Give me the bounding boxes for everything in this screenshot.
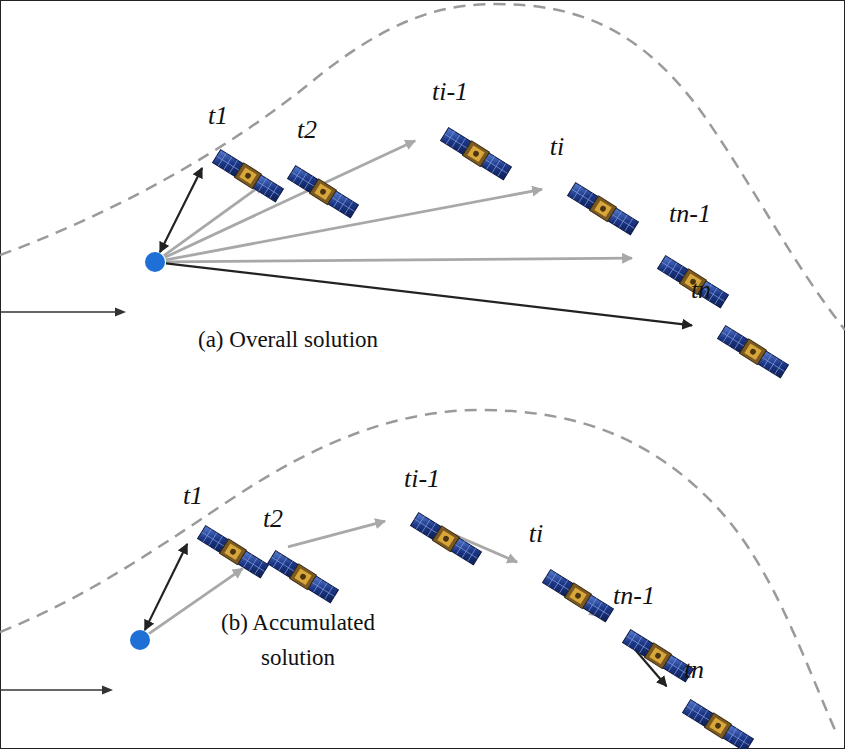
satellite: ti-1 [416, 115, 460, 145]
satellite: t1 [173, 513, 217, 543]
time-label: t1 [208, 103, 228, 129]
signal-arrow [145, 544, 187, 630]
signal-arrow [166, 258, 632, 262]
panel-caption: (b) Accumulated solution [198, 606, 398, 675]
satellite: ti [543, 170, 587, 200]
satellite: tn-1 [598, 617, 642, 647]
satellite-icon [617, 232, 693, 284]
time-label: ti [529, 521, 543, 547]
satellite: t2 [263, 153, 307, 183]
satellite-icon [370, 489, 446, 541]
orbit-curve [0, 410, 835, 730]
time-label: ti-1 [432, 79, 468, 105]
signal-arrow [165, 141, 415, 258]
time-label: t2 [297, 117, 317, 143]
time-label: tn-1 [669, 201, 711, 227]
signal-arrow [634, 648, 667, 686]
signal-arrow [431, 525, 517, 562]
ground-station [130, 630, 150, 650]
time-label: ti [550, 134, 564, 160]
satellite: tn-1 [633, 243, 677, 273]
signal-arrow [288, 521, 385, 547]
satellite-icon [400, 104, 476, 156]
time-label: tn-1 [613, 583, 655, 609]
satellite-icon [157, 502, 233, 554]
satellite: ti [518, 557, 562, 587]
satellite-icon [642, 676, 718, 728]
satellite-icon [502, 546, 578, 598]
time-label: ti-1 [404, 466, 440, 492]
signal-arrow [561, 588, 599, 617]
signal-arrow [166, 263, 692, 325]
satellite: tn [658, 687, 702, 717]
time-label: t2 [263, 506, 283, 532]
orbit-curve [0, 4, 845, 330]
ground-station [145, 252, 165, 272]
satellite-icon [247, 142, 323, 194]
time-label: t1 [183, 483, 203, 509]
satellite: t2 [243, 538, 287, 568]
time-label: tn [684, 657, 704, 683]
satellite-icon [227, 527, 303, 579]
satellite: tn [693, 313, 737, 343]
satellite-icon [582, 606, 658, 658]
satellite-icon [677, 302, 753, 354]
signal-arrow [160, 168, 202, 252]
panel-caption: (a) Overall solution [196, 323, 380, 358]
satellite: ti-1 [386, 500, 430, 530]
satellite: t1 [188, 137, 232, 167]
satellite-icon [527, 159, 603, 211]
time-label: tn [691, 277, 711, 303]
signal-arrow [166, 189, 542, 260]
satellite-icon [172, 126, 248, 178]
input-arrow [0, 308, 126, 695]
